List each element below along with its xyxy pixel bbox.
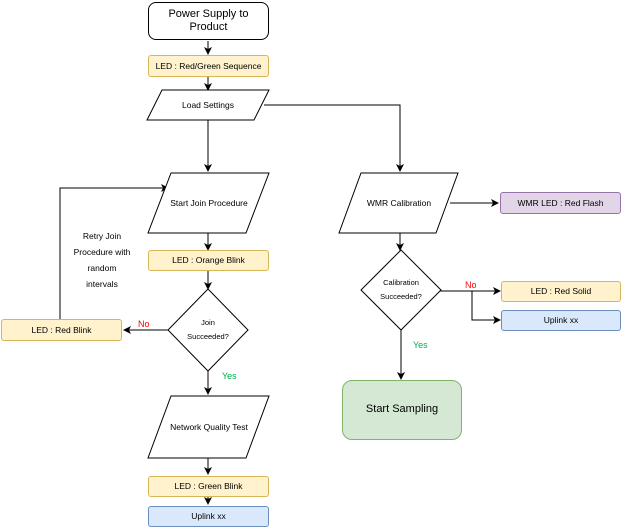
- calib-yes-label: Yes: [413, 340, 428, 350]
- retry-line1: Retry Join: [82, 231, 122, 241]
- network-test-label: Network Quality Test: [170, 421, 248, 432]
- wmr-calibration-label: WMR Calibration: [366, 197, 432, 208]
- retry-label: Retry Join Procedure with random interva…: [62, 228, 142, 293]
- calib-decision-line1: Calibration: [383, 278, 419, 287]
- calib-decision-label: Calibration Succeeded?: [366, 276, 436, 305]
- led-green-blink-node: LED : Green Blink: [148, 476, 269, 497]
- network-test-shape: [147, 395, 270, 459]
- uplink-left-node: Uplink xx: [148, 506, 269, 527]
- retry-line3: random: [87, 263, 117, 274]
- retry-line4: intervals: [86, 279, 118, 290]
- join-yes-label: Yes: [222, 371, 237, 381]
- join-decision-line2: Succeeded?: [187, 332, 229, 342]
- join-no-label: No: [138, 319, 150, 329]
- start-join-shape: [147, 172, 270, 234]
- uplink-right-node: Uplink xx: [501, 310, 621, 331]
- arrow-retry-loop: [59, 184, 169, 319]
- arrow-load-to-wmr: [264, 104, 404, 172]
- calib-no-label: No: [465, 280, 477, 290]
- led-red-blink-node: LED : Red Blink: [1, 319, 122, 341]
- wmr-led-node: WMR LED : Red Flash: [500, 192, 621, 214]
- join-decision-label: Join Succeeded?: [178, 316, 238, 345]
- led-red-green-node: LED : Red/Green Sequence: [148, 55, 269, 77]
- led-orange-blink-node: LED : Orange Blink: [148, 250, 269, 271]
- wmr-calibration-shape: [338, 172, 459, 234]
- retry-line2: Procedure with: [73, 247, 131, 258]
- led-red-solid-node: LED : Red Solid: [501, 281, 621, 302]
- load-settings-label: Load Settings: [182, 99, 234, 110]
- start-join-label: Start Join Procedure: [170, 197, 248, 208]
- join-decision-line1: Join: [201, 318, 215, 327]
- power-supply-node: Power Supply to Product: [148, 2, 269, 40]
- arrow-calib-uplink: [471, 291, 501, 324]
- load-settings-shape: [146, 89, 270, 121]
- join-decision-shape: [167, 288, 249, 372]
- calib-decision-shape: [360, 249, 442, 331]
- calib-decision-line2: Succeeded?: [380, 292, 422, 302]
- start-sampling-node: Start Sampling: [342, 380, 462, 440]
